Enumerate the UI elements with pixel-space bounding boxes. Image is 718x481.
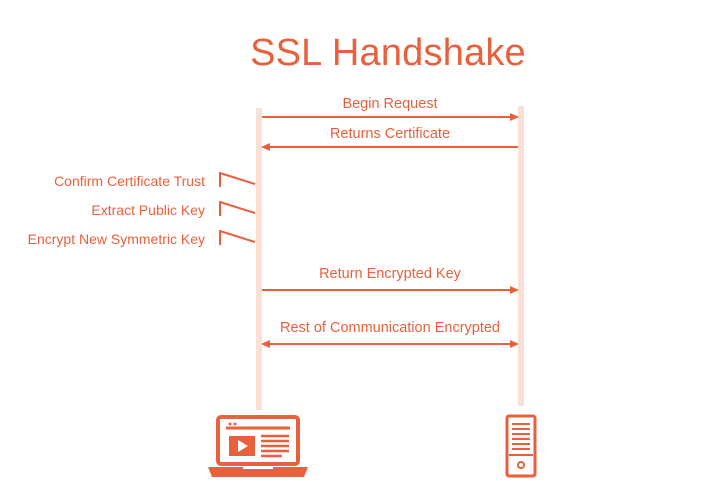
arrow-right-icon	[510, 340, 519, 348]
client-step-label-confirm-certificate-trust: Confirm Certificate Trust	[54, 173, 205, 189]
server-icon	[505, 414, 537, 478]
diagram-title: SSL Handshake	[250, 32, 526, 74]
message-label-begin-request: Begin Request	[342, 96, 438, 112]
message-return-encrypted-key	[262, 286, 519, 294]
message-rest-of-communication-encrypted	[261, 340, 519, 348]
arrow-left-icon	[261, 340, 270, 348]
arrow-left-icon	[261, 143, 270, 151]
message-begin-request	[262, 113, 519, 121]
message-label-rest-of-communication-encrypted: Rest of Communication Encrypted	[279, 320, 500, 336]
arrow-right-icon	[510, 113, 519, 121]
client-step-label-extract-public-key: Extract Public Key	[91, 202, 205, 218]
client-step-confirm-certificate-trust	[219, 172, 256, 187]
client-step-encrypt-new-symmetric-key	[219, 230, 256, 245]
message-returns-certificate	[261, 143, 518, 151]
arrow-right-icon	[510, 286, 519, 294]
client-step-label-encrypt-new-symmetric-key: Encrypt New Symmetric Key	[27, 231, 205, 247]
client-step-extract-public-key	[219, 201, 256, 216]
laptop-icon	[208, 415, 308, 477]
client-lifeline	[256, 108, 262, 410]
server-lifeline	[518, 106, 524, 406]
message-label-return-encrypted-key: Return Encrypted Key	[319, 266, 461, 282]
message-label-returns-certificate: Returns Certificate	[329, 126, 451, 142]
